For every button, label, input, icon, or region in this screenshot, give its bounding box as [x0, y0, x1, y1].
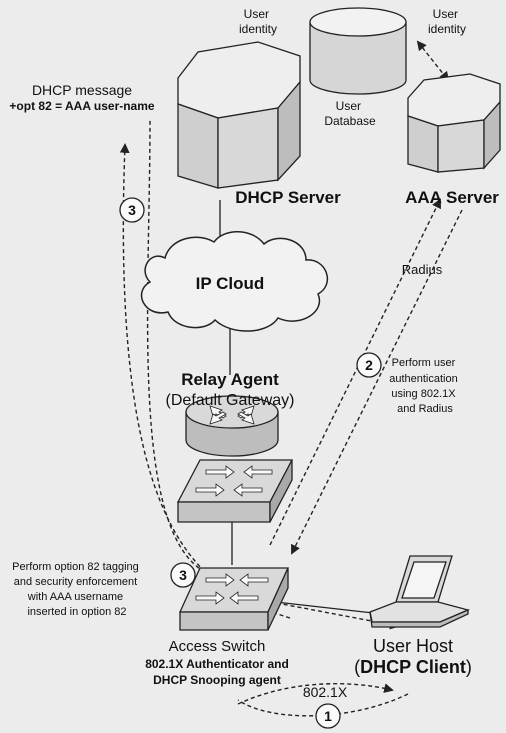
eap-flow-top [237, 682, 394, 705]
dhcp-message-flow-return [146, 119, 206, 573]
dhcp-server-icon[interactable] [177, 41, 301, 189]
radius-label: Radius [402, 262, 443, 277]
step-2-badge: 2 [356, 352, 382, 378]
user-identity-right-label: User identity [428, 7, 466, 36]
step-3-top-badge: 3 [119, 197, 145, 223]
laptop-icon[interactable] [369, 555, 470, 628]
ip-cloud-icon [140, 231, 329, 332]
distribution-switch-icon[interactable] [176, 459, 294, 523]
perform-user-auth-label: Perform user authentication using 802.1X… [389, 357, 461, 415]
step-3-top-text: 3 [128, 202, 136, 218]
dhcp-client-label: (DHCP Client) [354, 657, 472, 677]
aaa-server-label: AAA Server [405, 188, 499, 207]
relay-agent-router-icon[interactable] [185, 395, 279, 457]
user-database-icon[interactable] [309, 7, 407, 95]
step-1-text: 1 [324, 708, 332, 724]
radius-flow-in [291, 209, 463, 555]
relay-agent-label: Relay Agent [181, 370, 279, 389]
user-database-label: User Database [324, 99, 376, 128]
user-identity-arrow-right [416, 40, 450, 82]
aaa-server-icon[interactable] [407, 73, 501, 173]
step-3-switch-text: 3 [179, 567, 187, 583]
labels: User identity User identity User Databas… [9, 7, 499, 700]
step-3-switch-badge: 3 [170, 562, 196, 588]
authenticator-label: 802.1X Authenticator and [145, 657, 289, 671]
eap-flow-bottom [237, 693, 409, 717]
dhcp-server-label: DHCP Server [235, 188, 341, 207]
access-switch-icon[interactable] [178, 567, 290, 631]
dhcp-message-label: DHCP message [32, 82, 132, 98]
ip-cloud-label: IP Cloud [196, 274, 265, 293]
proto-8021x-label: 802.1X [303, 684, 348, 700]
radius-flow-out [269, 198, 441, 546]
snooping-label: DHCP Snooping agent [153, 673, 281, 687]
default-gateway-label: (Default Gateway) [166, 392, 295, 409]
option82-tagging-label: Perform option 82 tagging and security e… [12, 561, 142, 618]
opt82-label: +opt 82 = AAA user-name [9, 99, 154, 113]
step-1-badge: 1 [315, 703, 341, 729]
step-2-text: 2 [365, 357, 373, 373]
access-switch-label: Access Switch [169, 638, 266, 655]
switch-to-host-flow [207, 589, 400, 630]
user-identity-left-label: User identity [239, 7, 277, 36]
user-host-label: User Host [373, 636, 453, 656]
